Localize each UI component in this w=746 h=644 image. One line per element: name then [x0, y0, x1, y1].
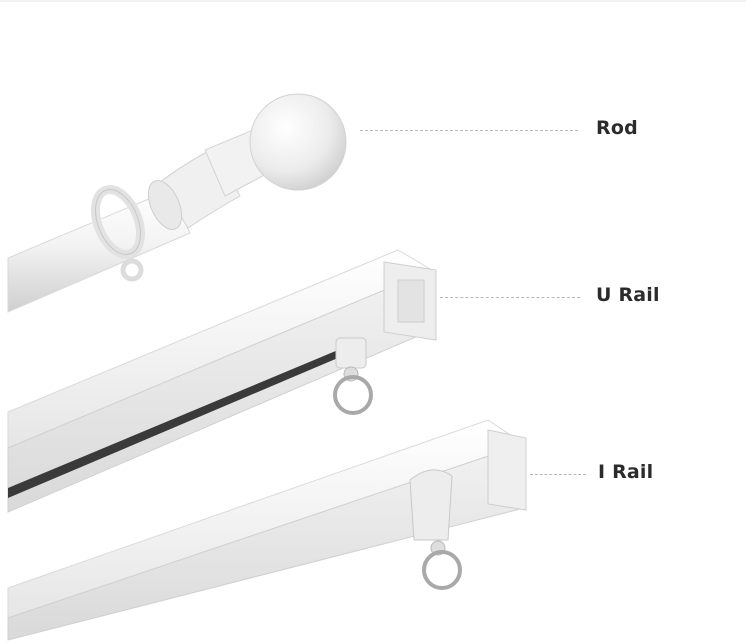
rod-part	[7, 93, 347, 313]
u-rail-label: U Rail	[596, 284, 660, 306]
rod-label: Rod	[596, 117, 638, 139]
u-rail-callout-line	[440, 297, 580, 298]
rod-callout-line	[360, 130, 578, 131]
top-border	[0, 0, 746, 2]
u-rail-part	[7, 249, 437, 513]
i-rail-label: I Rail	[598, 461, 654, 483]
i-rail-callout-line	[530, 474, 586, 475]
i-rail-part	[7, 419, 527, 641]
